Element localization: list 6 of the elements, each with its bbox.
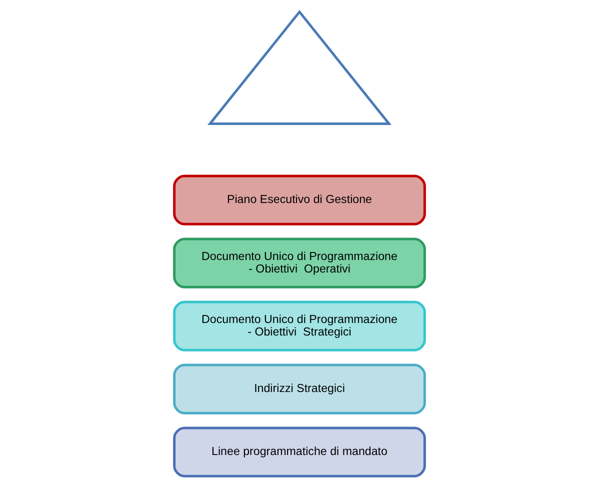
node-triangle xyxy=(206,10,392,126)
node-box: Documento Unico di Programmazione - Obiettivi Strategici xyxy=(172,300,426,352)
node-box: Indirizzi Strategici xyxy=(172,364,426,414)
node-box: Documento Unico di Programmazione - Obiettivi Operativi xyxy=(172,238,426,288)
node-box: Piano Esecutivo di Gestione xyxy=(172,174,426,226)
node-box: Linee programmatiche di mandato xyxy=(172,426,426,478)
